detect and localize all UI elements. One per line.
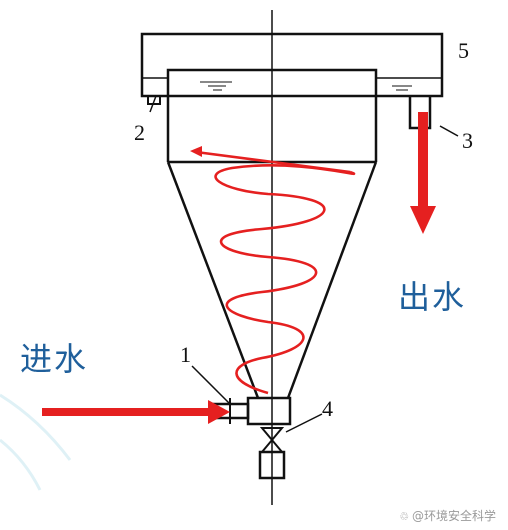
part-label-3: 3	[462, 128, 473, 153]
watermark: ♲@环境安全科学	[399, 507, 496, 524]
leader-line-3	[439, 125, 459, 137]
drain-port-2	[147, 95, 161, 105]
leader-line-1	[191, 365, 231, 405]
inlet-fitting	[246, 396, 292, 426]
part-label-2: 2	[134, 120, 145, 145]
inlet-label: 进水	[20, 340, 88, 378]
outlet-flow-arrowhead	[410, 206, 436, 234]
outlet-label: 出水	[398, 278, 466, 316]
leader-line-2	[149, 95, 157, 113]
watermark-logo-icon: ♲	[399, 510, 409, 523]
part-label-5: 5	[458, 38, 469, 63]
spiral-flow-top	[195, 150, 351, 174]
part-label-1: 1	[180, 342, 191, 367]
cone-right-wall	[286, 161, 378, 399]
inlet-flow-arrowhead	[208, 400, 230, 424]
spiral-flow-path	[214, 164, 356, 395]
cone-left-wall	[166, 161, 260, 399]
part-label-4: 4	[322, 396, 333, 421]
outlet-flow-arrow-shaft	[418, 112, 428, 208]
overflow-trough	[140, 32, 444, 98]
spiral-arrowhead	[190, 146, 202, 157]
watermark-text: @环境安全科学	[411, 509, 496, 523]
cylinder-body	[166, 68, 378, 162]
discharge-valve	[259, 427, 285, 442]
discharge-outlet	[258, 450, 286, 480]
background-arc	[0, 393, 72, 461]
background-arc	[0, 438, 42, 491]
inlet-flow-arrow-shaft	[42, 408, 210, 416]
leader-line-4	[285, 413, 323, 433]
